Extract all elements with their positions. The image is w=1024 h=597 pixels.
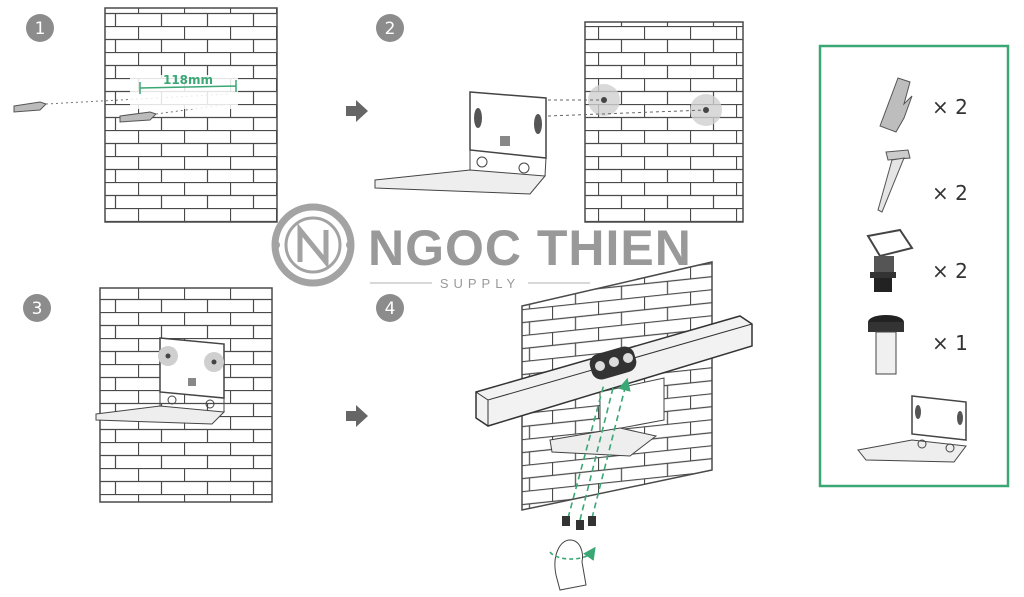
next-arrow-icon [346,100,368,122]
watermark: NGOC THIEN SUPPLY [271,203,692,291]
quantity-label: × 2 [932,259,968,283]
step-number: 1 [35,19,46,39]
step-number: 4 [385,299,396,319]
step-4-group: 4 [376,261,753,591]
step-badge-4: 4 [376,294,404,322]
wall-bracket-icon [374,91,547,195]
next-arrow-icon [346,405,368,427]
step-number: 2 [385,19,396,39]
dimension-label: 118mm [163,73,213,87]
step-badge-1: 1 [26,14,54,42]
quantity-label: × 1 [932,331,968,355]
screw-icon [877,149,911,213]
watermark-logo-icon [271,203,355,287]
step-3-group: 3 [23,287,273,503]
video-bar-icon [475,315,753,427]
wall-bracket-icon [549,377,665,457]
wall-bracket-icon [857,395,967,463]
tripod-screw-icon [562,516,596,530]
step-badge-2: 2 [376,14,404,42]
wall-anchor-icon [13,101,47,113]
wall-anchor-icon [119,111,157,123]
wall-anchor-icon [879,77,913,133]
tripod-screw-icon [866,228,914,292]
brick-wall [584,21,744,223]
step-badge-3: 3 [23,294,51,322]
watermark-subtitle: SUPPLY [440,276,520,291]
hand-icon [549,539,596,591]
step-number: 3 [32,299,43,319]
quantity-label: × 2 [932,181,968,205]
step-1-group: 1 118mm [13,7,278,223]
quantity-label: × 2 [932,95,968,119]
step-2-group: 2 [374,14,744,223]
thumb-screw-icon [868,315,904,375]
watermark-title: NGOC THIEN [368,220,692,276]
parts-box: × 2 × 2 × 2 × 1 [818,44,1010,488]
wall-bracket-icon [95,337,226,425]
